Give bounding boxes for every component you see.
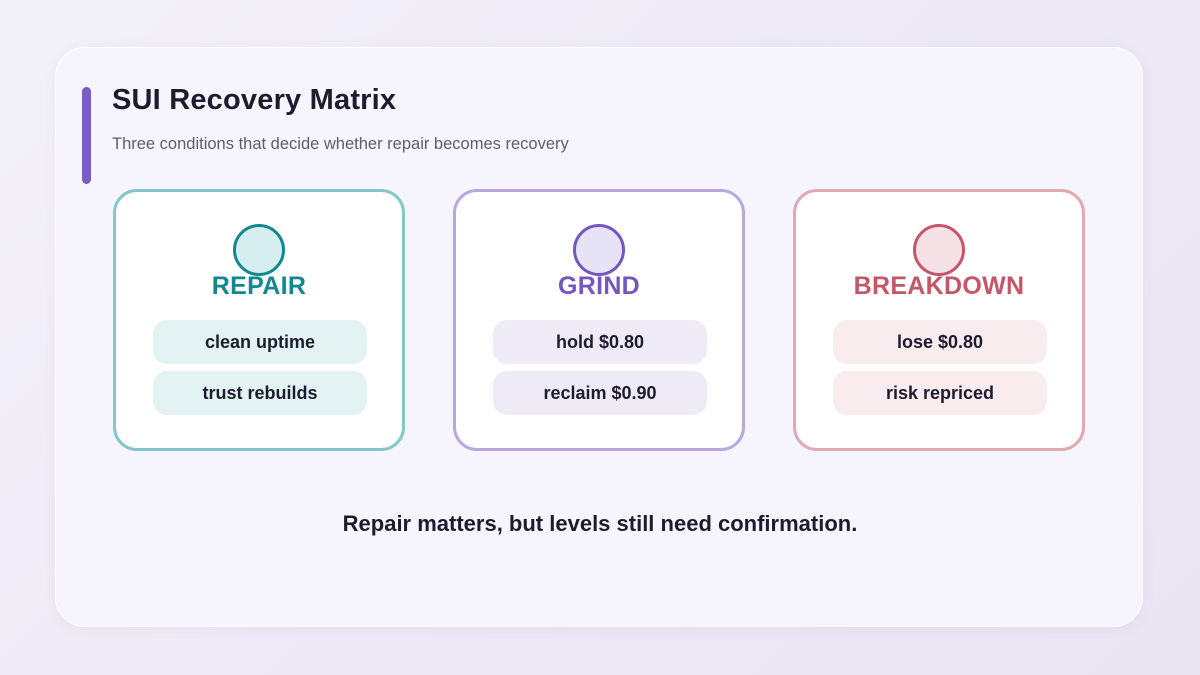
breakdown-circle-icon	[913, 224, 965, 276]
page-subtitle: Three conditions that decide whether rep…	[112, 135, 569, 153]
card-breakdown: BREAKDOWN lose $0.80 risk repriced	[793, 189, 1085, 451]
card-title-breakdown: BREAKDOWN	[853, 272, 1025, 300]
repair-condition-1: clean uptime	[153, 320, 367, 364]
breakdown-condition-1: lose $0.80	[833, 320, 1047, 364]
footer-statement: Repair matters, but levels still need co…	[342, 511, 858, 536]
grind-circle-icon	[573, 224, 625, 276]
repair-circle-icon	[233, 224, 285, 276]
grind-condition-1: hold $0.80	[493, 320, 707, 364]
repair-condition-2: trust rebuilds	[153, 371, 367, 415]
card-title-grind: GRIND	[557, 272, 641, 300]
page-title: SUI Recovery Matrix	[112, 84, 397, 116]
breakdown-condition-2: risk repriced	[833, 371, 1047, 415]
title-accent-bar	[82, 87, 91, 184]
card-grind: GRIND hold $0.80 reclaim $0.90	[453, 189, 745, 451]
grind-condition-2: reclaim $0.90	[493, 371, 707, 415]
card-repair: REPAIR clean uptime trust rebuilds	[113, 189, 405, 451]
card-title-repair: REPAIR	[211, 272, 307, 300]
